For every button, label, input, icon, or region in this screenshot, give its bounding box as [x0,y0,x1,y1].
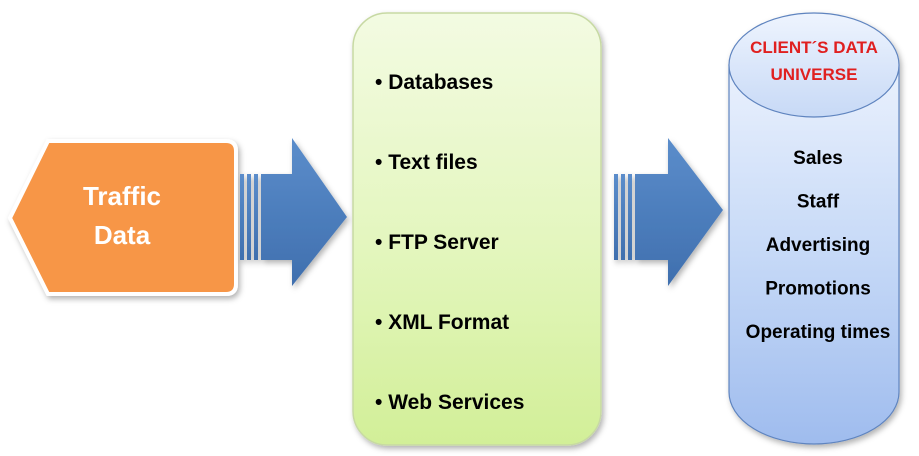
format-item: • Text files [375,151,478,174]
bullet-icon: • [375,151,388,174]
traffic-data-shape: Traffic Data [7,139,238,296]
arrow-right-icon [614,138,723,286]
arrow-right-icon [240,138,347,286]
format-item: • Web Services [375,391,524,414]
format-item: • FTP Server [375,231,499,254]
bullet-icon: • [375,71,388,94]
traffic-data-label-line1: Traffic [83,181,161,211]
universe-item: Sales [793,148,843,169]
universe-item: Advertising [766,235,871,256]
client-data-universe-cylinder [728,12,900,445]
universe-items-list: SalesStaffAdvertisingPromotionsOperating… [746,148,891,343]
data-formats-list: • Databases • Text files • FTP Server • XML… [375,71,524,414]
universe-title-line2: UNIVERSE [771,65,858,84]
data-formats-box [352,12,602,446]
universe-item: Staff [797,192,840,213]
universe-title-line1: CLIENT´S DATA [750,38,878,57]
format-item: • Databases [375,71,493,94]
bullet-icon: • [375,391,388,414]
bullet-icon: • [375,231,388,254]
bullet-icon: • [375,311,388,334]
traffic-data-label-line2: Data [94,220,151,250]
format-item: • XML Format [375,311,509,334]
universe-item: Operating times [746,322,891,343]
universe-item: Promotions [765,279,871,300]
